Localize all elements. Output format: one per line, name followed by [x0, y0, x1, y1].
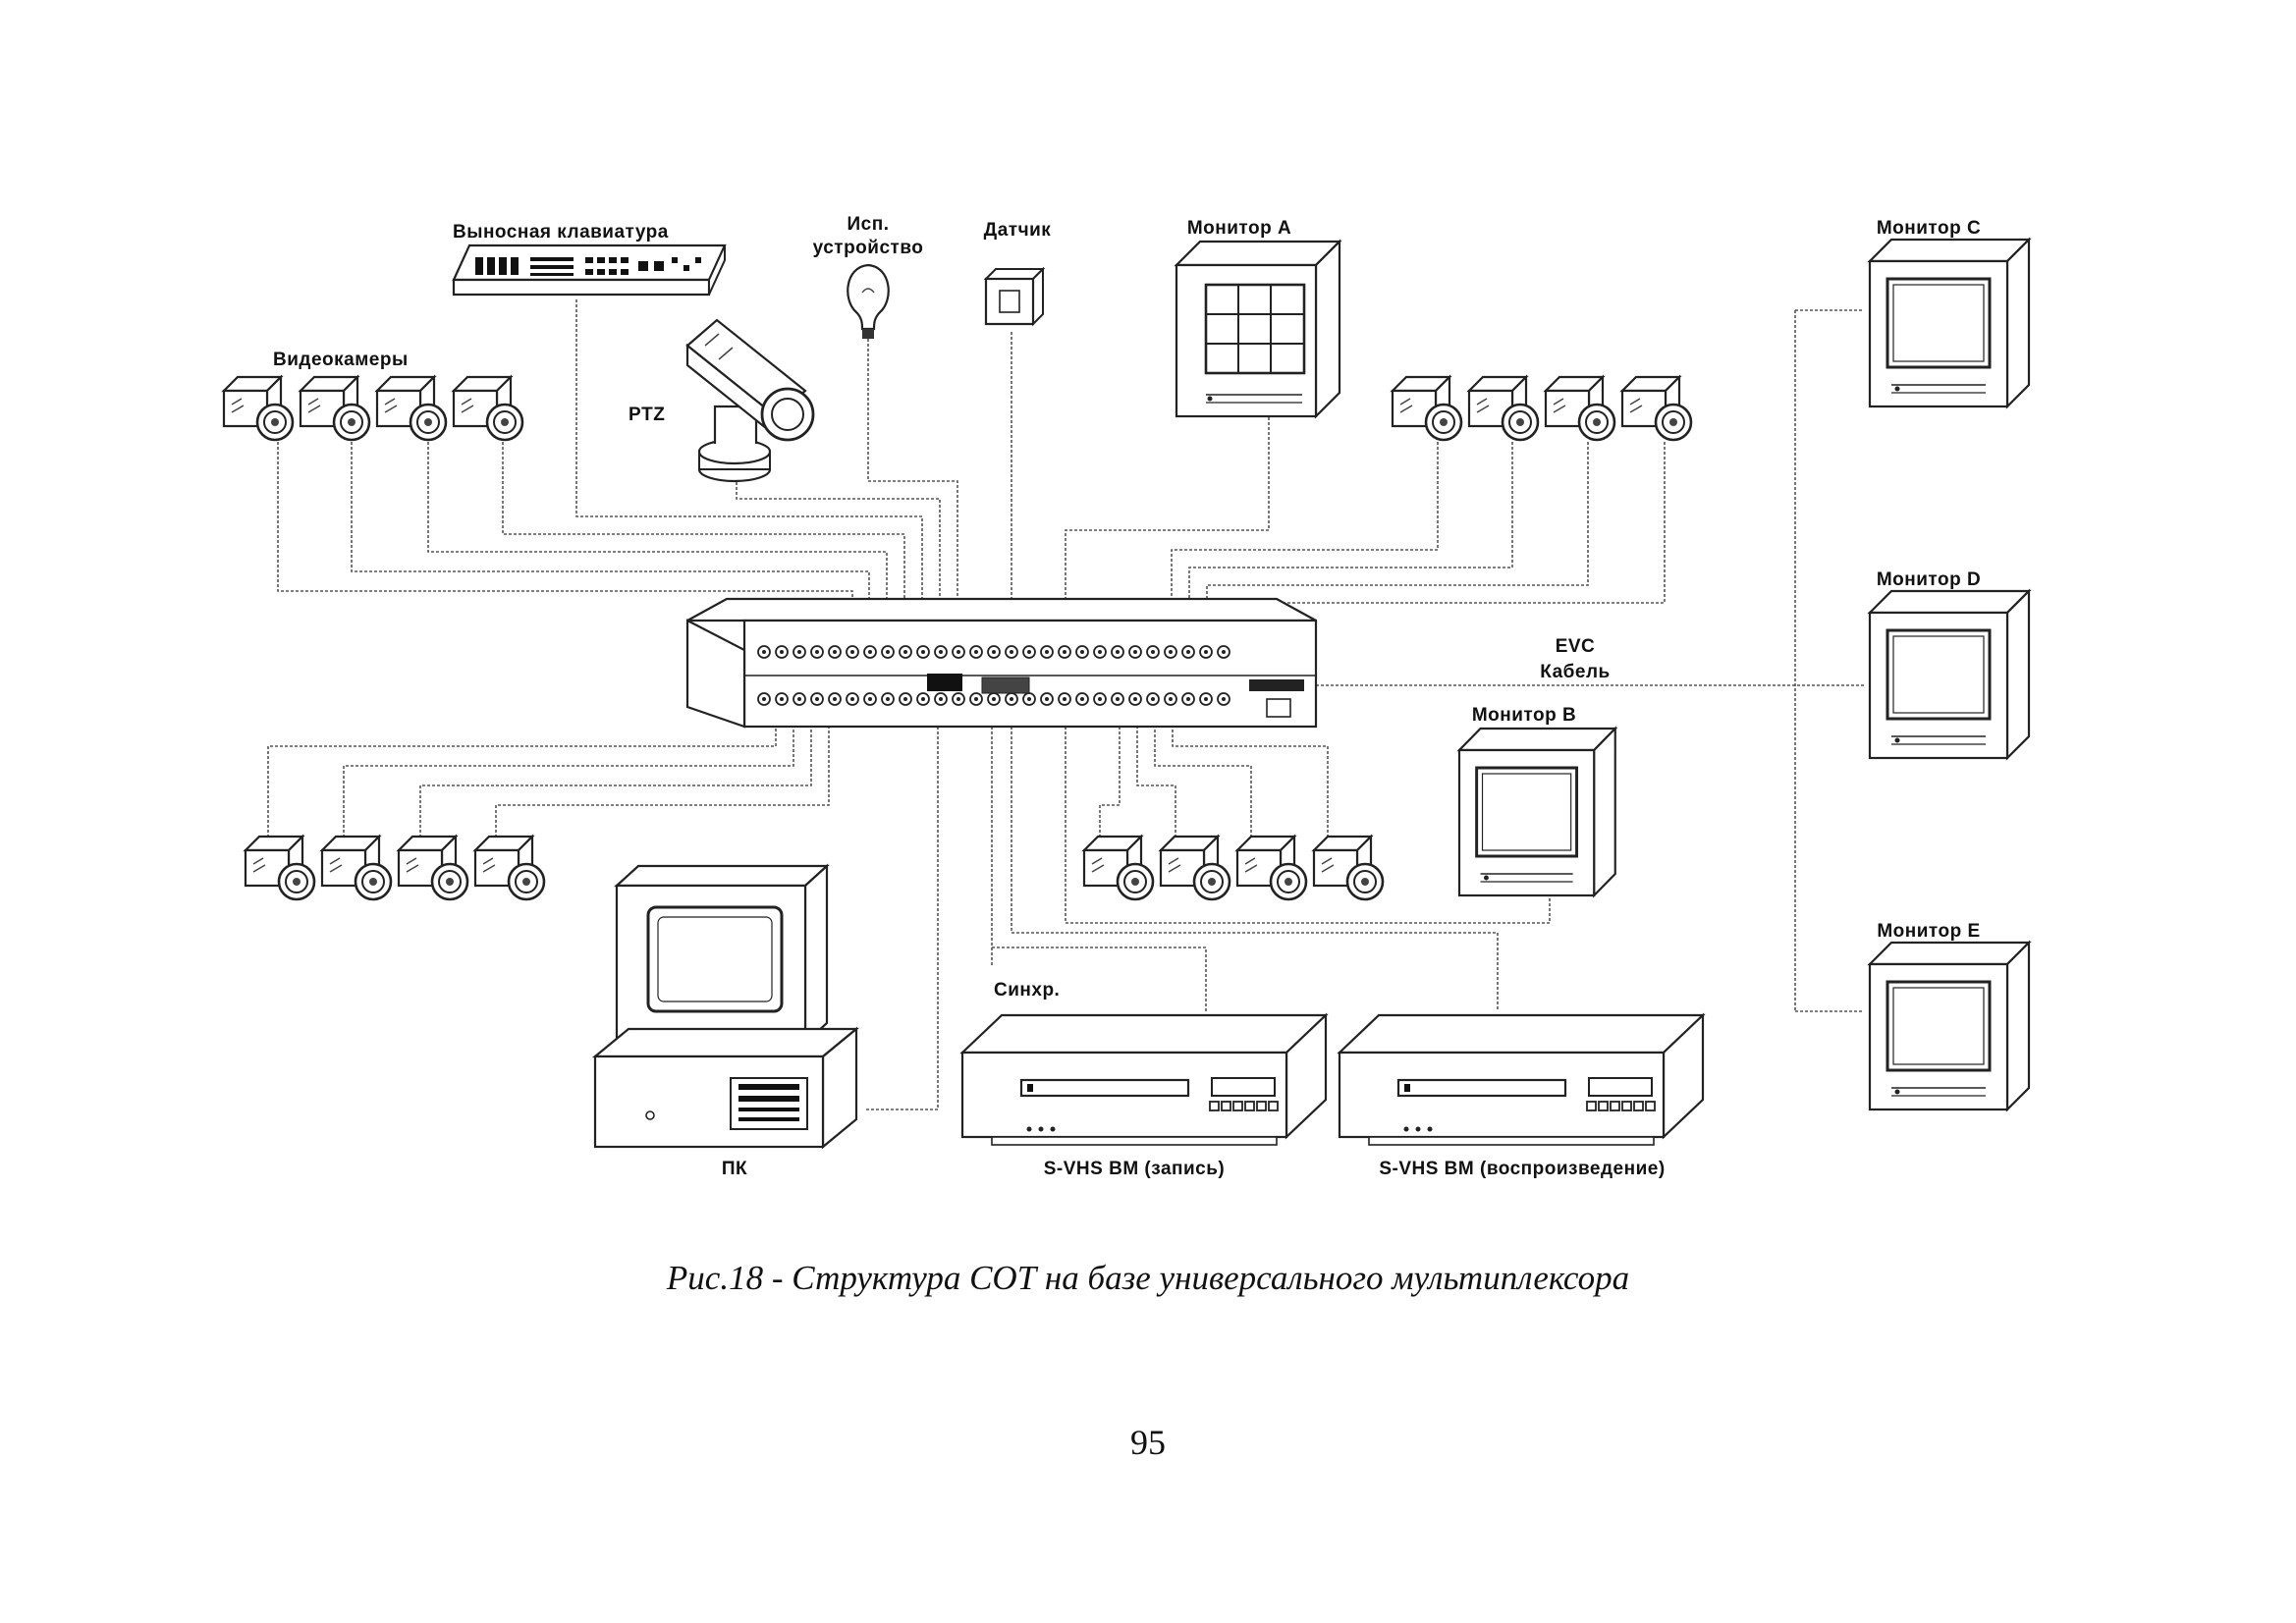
mux-connector-pin: [1222, 650, 1226, 654]
label-monitor-e: Монитор E: [1877, 921, 1980, 942]
mux-connector-pin: [815, 650, 819, 654]
label-monitor-b: Монитор B: [1472, 705, 1576, 726]
mux-connector-pin: [1045, 697, 1049, 701]
monitor-a: [1174, 239, 1342, 419]
mux-connector-pin: [1169, 697, 1173, 701]
label-sensor: Датчик: [984, 220, 1052, 241]
figure-caption: Рис.18 - Структура СОТ на базе универсал…: [666, 1259, 1630, 1297]
mux-connector-pin: [886, 697, 890, 701]
mux-connector-pin: [1080, 697, 1084, 701]
label-ptz: PTZ: [629, 405, 665, 425]
mux-connector-pin: [797, 650, 801, 654]
label-monitor-a: Монитор А: [1187, 218, 1291, 239]
mux-connector-pin: [1186, 697, 1190, 701]
mux-connector-pin: [1204, 697, 1208, 701]
mux-connector-pin: [1010, 697, 1013, 701]
mux-connector-pin: [1010, 650, 1013, 654]
ptz-camera: [685, 318, 815, 483]
mux-connector-pin: [1133, 697, 1137, 701]
mux-connector-pin: [762, 650, 766, 654]
label-vcr-play: S-VHS ВМ (воспроизведение): [1379, 1159, 1665, 1179]
label-keyboard: Выносная клавиатура: [453, 222, 669, 243]
mux-connector-pin: [797, 697, 801, 701]
mux-connector-pin: [939, 650, 943, 654]
label-sync: Синхр.: [994, 980, 1060, 1001]
vcr-playback: [1337, 1012, 1706, 1146]
mux-connector-pin: [833, 697, 837, 701]
mux-connector-pin: [921, 697, 925, 701]
mux-connector-pin: [833, 650, 837, 654]
mux-connector-pin: [992, 650, 996, 654]
mux-connector-pin: [815, 697, 819, 701]
cameras-bottom-left: [244, 835, 546, 901]
label-evc-line1: EVC: [1556, 636, 1596, 657]
mux-connector-pin: [1063, 697, 1066, 701]
mux-connector-pin: [903, 650, 907, 654]
label-vcr-record: S-VHS ВМ (запись): [1044, 1159, 1226, 1179]
mux-connector-pin: [1151, 650, 1155, 654]
label-actuator-line2: устройство: [813, 238, 924, 258]
mux-connector-pin: [939, 697, 943, 701]
label-monitor-c: Монитор C: [1877, 218, 1981, 239]
mux-connector-pin: [780, 697, 784, 701]
mux-connector-pin: [921, 650, 925, 654]
label-actuator-line1: Исп.: [847, 214, 890, 235]
mux-connector-pin: [1080, 650, 1084, 654]
mux-connector-pin: [1186, 650, 1190, 654]
mux-connector-pin: [1169, 650, 1173, 654]
mux-connector-pin: [1027, 650, 1031, 654]
mux-connector-pin: [1063, 650, 1066, 654]
monitor-d: [1868, 589, 2031, 760]
mux-connector-pin: [1027, 697, 1031, 701]
monitor-e: [1868, 941, 2031, 1111]
mux-connector-pin: [1116, 650, 1120, 654]
mux-connector-pin: [868, 697, 872, 701]
mux-connector-pin: [974, 697, 978, 701]
monitor-b: [1457, 727, 1617, 897]
cameras-top-left: [222, 375, 524, 442]
mux-connector-pin: [903, 697, 907, 701]
mux-connector-pin: [1133, 650, 1137, 654]
label-pc: ПК: [722, 1159, 747, 1179]
mux-connector-pin: [1151, 697, 1155, 701]
sensor-box: [983, 266, 1046, 327]
cameras-bottom-right: [1082, 835, 1385, 901]
vcr-record: [959, 1012, 1329, 1146]
pc-computer: [591, 863, 860, 1150]
mux-connector-pin: [1098, 697, 1102, 701]
mux-connector-pin: [1204, 650, 1208, 654]
mux-connector-pin: [1098, 650, 1102, 654]
mux-connector-pin: [762, 697, 766, 701]
page-number: 95: [1130, 1423, 1166, 1462]
mux-connector-pin: [780, 650, 784, 654]
monitor-c: [1868, 238, 2031, 408]
mux-connector-pin: [1045, 650, 1049, 654]
mux-connector-pin: [957, 697, 960, 701]
actuator-lamp: [847, 263, 890, 339]
mux-connector-pin: [850, 650, 854, 654]
mux-connector-pin: [1116, 697, 1120, 701]
mux-connector-pin: [974, 650, 978, 654]
label-monitor-d: Монитор D: [1877, 569, 1981, 590]
mux-connector-pin: [850, 697, 854, 701]
mux-connector-pin: [868, 650, 872, 654]
mux-connector-pin: [957, 650, 960, 654]
mux-connector-pin: [1222, 697, 1226, 701]
label-evc-line2: Кабель: [1540, 662, 1610, 682]
label-cameras: Видеокамеры: [273, 350, 409, 370]
mux-connector-pin: [992, 697, 996, 701]
multiplexer: [685, 597, 1318, 729]
mux-connector-pin: [886, 650, 890, 654]
cameras-top-right: [1391, 375, 1693, 442]
remote-keyboard: [452, 243, 727, 297]
